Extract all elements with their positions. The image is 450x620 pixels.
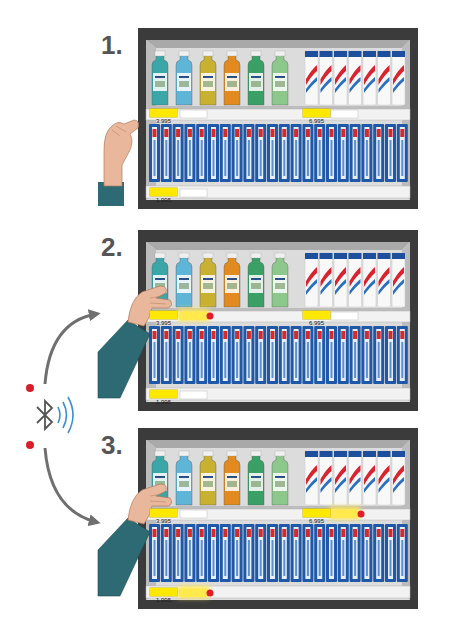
shelf-unit — [138, 230, 418, 411]
hand-idle — [98, 120, 139, 206]
price-tag: 6.995 — [303, 109, 330, 117]
step-number: 1. — [101, 31, 123, 59]
price-tag: 3.995 — [150, 109, 177, 117]
price-tag: 1.995 — [150, 188, 177, 196]
price-tag: 1.995 — [150, 588, 177, 596]
reaching-arm — [98, 286, 172, 398]
bluetooth-signal — [26, 314, 96, 522]
tag-glow — [178, 309, 209, 321]
signal-arrow — [45, 314, 96, 384]
price-text: 3.995 — [156, 117, 171, 125]
price-text: 6.995 — [309, 517, 324, 525]
shelf-panel: 3. 3.995 6.995 1.995 — [95, 425, 420, 610]
lit-tag — [329, 507, 365, 519]
led-dot — [26, 384, 34, 392]
radio-wave — [63, 402, 67, 428]
price-text: 1.995 — [156, 398, 171, 406]
tag-glow — [178, 586, 209, 598]
price-text: 3.995 — [156, 517, 171, 525]
radio-wave — [58, 407, 60, 423]
led-dot — [207, 590, 214, 597]
reaching-arm — [98, 484, 172, 596]
radio-wave — [68, 397, 73, 433]
led-dot — [26, 441, 34, 449]
price-text: 6.995 — [309, 319, 324, 327]
shelf-unit — [138, 28, 418, 209]
signal-arrow — [45, 448, 96, 522]
step-number: 2. — [101, 233, 123, 261]
electronic-tag — [180, 312, 207, 320]
price-text: 6.995 — [309, 117, 324, 125]
electronic-tag — [180, 589, 207, 597]
step-number: 3. — [101, 431, 123, 459]
price-tag: 3.995 — [150, 509, 177, 517]
price-text: 3.995 — [156, 319, 171, 327]
price-tag: 3.995 — [150, 311, 177, 319]
price-tag: 1.995 — [150, 390, 177, 398]
tag-glow — [329, 507, 360, 519]
led-dot — [358, 511, 365, 518]
price-text: 1.995 — [156, 596, 171, 604]
price-text: 1.995 — [156, 196, 171, 204]
price-tag: 6.995 — [303, 509, 330, 517]
hand — [104, 120, 139, 186]
price-tag: 6.995 — [303, 311, 330, 319]
shelf-panel: 2. 3.995 6.995 1.995 — [95, 227, 420, 412]
finger-line — [112, 126, 126, 136]
bluetooth-symbol — [37, 401, 52, 429]
electronic-tag — [331, 510, 358, 518]
led-dot — [207, 313, 214, 320]
shelf-panel: 1. 3.995 6.995 1.995 — [95, 25, 420, 210]
shelf-unit — [138, 428, 418, 609]
lit-tag — [178, 309, 214, 321]
lit-tag — [178, 586, 214, 598]
